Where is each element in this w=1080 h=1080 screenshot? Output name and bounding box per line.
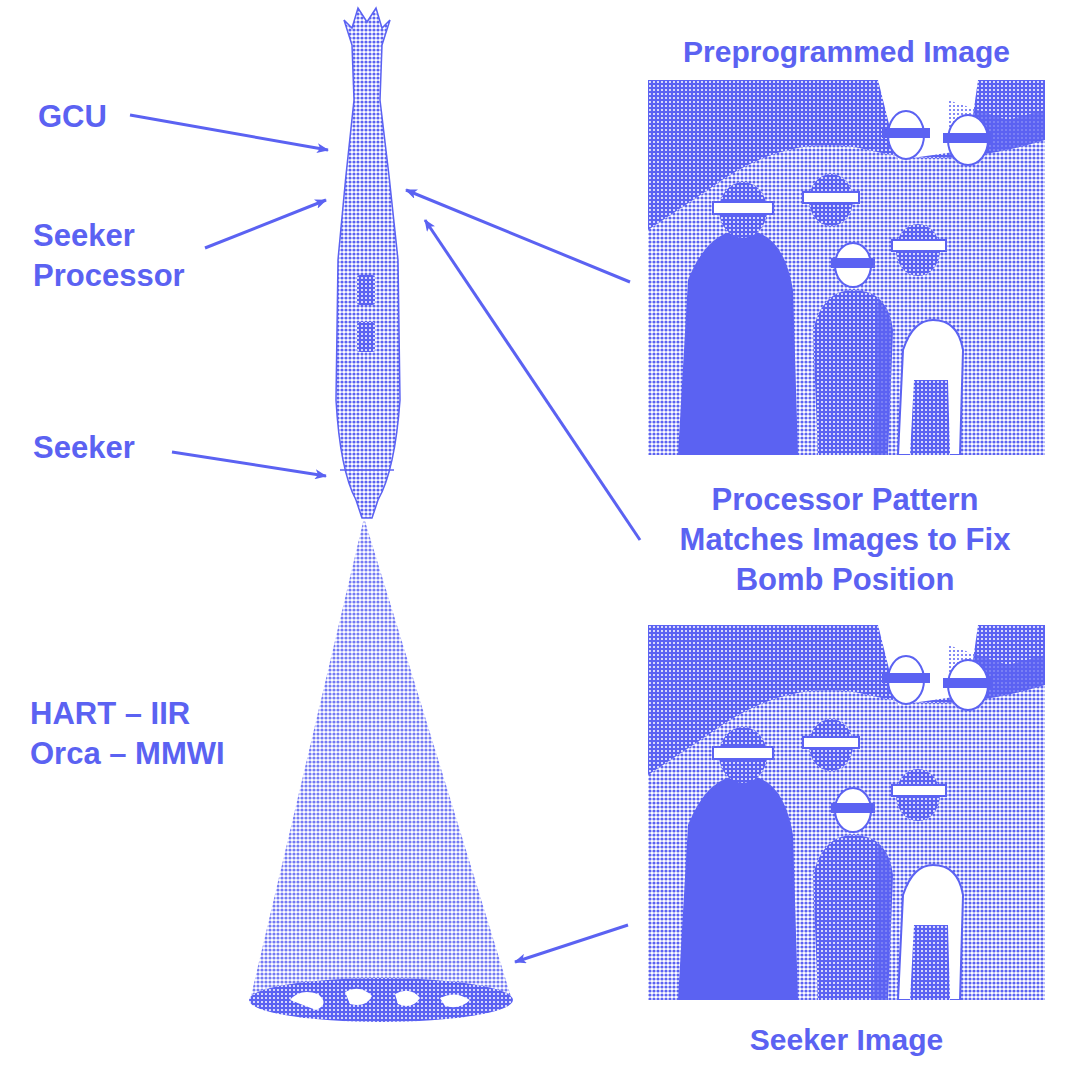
image-pictures (648, 80, 1045, 1000)
part-label: GCU (38, 97, 158, 137)
panel-heading: Preprogrammed Image (628, 34, 1065, 70)
part-label: Seeker (33, 428, 173, 468)
seeker-picture (648, 625, 1045, 1000)
leader-arrow (172, 452, 326, 476)
leader-arrow (425, 220, 640, 540)
image-panel: Preprogrammed Image (648, 80, 1045, 455)
preprogrammed-picture (648, 80, 1045, 455)
part-label: Orca – MMWI (30, 734, 270, 774)
process-note: Processor Pattern Matches Images to Fix … (660, 480, 1030, 600)
part-label: Seeker Processor (33, 216, 233, 296)
leader-arrow (406, 190, 630, 282)
seeker-cone (249, 518, 513, 1022)
panel-heading: Seeker Image (628, 1022, 1065, 1058)
leader-arrows (130, 115, 640, 962)
part-label: HART – IIR (30, 694, 250, 734)
bomb-body (336, 8, 400, 518)
image-panel: Seeker Image (648, 625, 1045, 1000)
leader-arrow (130, 115, 328, 150)
leader-arrow (515, 925, 628, 962)
leader-arrow (205, 200, 326, 248)
